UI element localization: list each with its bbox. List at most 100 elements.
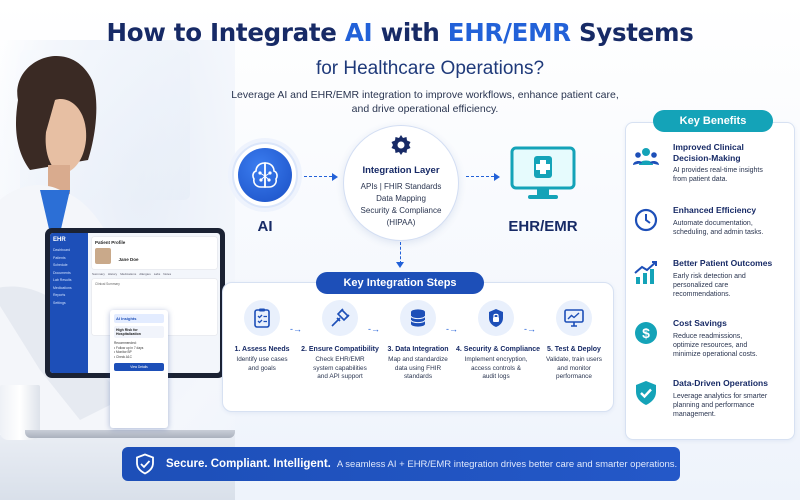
ai-label: AI <box>257 218 273 235</box>
title-part: Systems <box>570 18 694 47</box>
ehr-monitor-icon <box>510 146 576 199</box>
tab-history[interactable]: History <box>107 272 118 276</box>
nav-item-documents[interactable]: Documents <box>53 270 71 275</box>
step-description: Identify use cases and goals <box>222 356 302 373</box>
title-highlight-ai: AI <box>344 18 373 47</box>
benefit-desc-line: Early risk detection and <box>673 273 746 280</box>
step-arrow: -→ <box>524 324 536 334</box>
step-security-compliance: 4. Security & Compliance Implement encry… <box>456 300 541 382</box>
arrow-ai-to-layer <box>304 176 332 177</box>
shield-check-icon <box>636 381 656 405</box>
step-title: 4. Security & Compliance <box>456 346 541 353</box>
step-desc-line: Check EHR/EMR <box>315 356 365 363</box>
step-desc-line: Map and standardize <box>388 356 448 363</box>
step-title: 5. Test & Deploy <box>547 346 601 353</box>
laptop-base <box>25 430 235 438</box>
benefit-desc-line: optimize resources, and <box>673 342 748 349</box>
step-arrow: -→ <box>290 324 302 334</box>
footer-tagline: Secure. Compliant. Intelligent. <box>166 458 331 470</box>
step-desc-line: and goals <box>248 364 276 372</box>
step-desc-line: system capabilities <box>313 364 367 372</box>
tab-medications[interactable]: Medications <box>120 272 137 276</box>
step-arrow: -→ <box>368 324 380 334</box>
nav-item-schedule[interactable]: Schedule <box>53 263 68 267</box>
nav-item-reports[interactable]: Reports <box>53 293 66 297</box>
integration-layer-title: Integration Layer <box>362 165 440 176</box>
recommendation-item: • Follow up in 7 days <box>114 345 144 350</box>
layer-detail: Data Mapping <box>376 194 426 203</box>
step-test-deploy: 5. Test & Deploy Validate, train users a… <box>534 300 614 382</box>
ehr-label: EHR/EMR <box>508 218 578 235</box>
step-desc-line: access controls & <box>470 364 522 372</box>
ai-insights-popup: AI Insights High Risk for Hospitalizatio… <box>110 310 168 428</box>
benefit-desc-line: from patient data. <box>673 176 728 183</box>
nav-item-dashboard[interactable]: Dashboard <box>53 248 71 252</box>
arrow-head <box>494 173 500 181</box>
database-icon <box>410 309 426 327</box>
step-data-integration: 3. Data Integration Map and standardize … <box>378 300 458 382</box>
title-part: How to Integrate <box>106 18 345 47</box>
benefit-description: Automate documentation, scheduling, and … <box>673 219 791 237</box>
benefit-title-line: Data-Driven Operations <box>673 378 768 388</box>
plug-icon <box>331 308 350 327</box>
tab-allergies[interactable]: Allergies <box>139 272 151 276</box>
benefit-desc-line: Leverage analytics for smarter <box>673 393 768 400</box>
step-desc-line: Implement encryption, <box>464 356 528 363</box>
recommendation-item: • Check A1C <box>114 354 132 359</box>
step-desc-line: Identify use cases <box>236 356 288 363</box>
lock-icon <box>489 309 503 327</box>
patient-avatar <box>95 248 111 264</box>
layer-detail: Security & Compliance <box>360 206 442 215</box>
step-icon-bg <box>244 300 280 336</box>
step-ensure-compatibility: 2. Ensure Compatibility Check EHR/EMR sy… <box>300 300 380 382</box>
nav-item-patients[interactable]: Patients <box>53 255 66 260</box>
tab-summary[interactable]: Summary <box>92 272 105 276</box>
shield-check-icon <box>136 453 154 475</box>
ai-brain-icon <box>238 148 292 202</box>
benefit-title: Better Patient Outcomes <box>673 258 791 269</box>
patient-tabs: Summary History Medications Allergies La… <box>92 272 217 276</box>
illustration-doctor-laptop: EHR Dashboard Patients Schedule Document… <box>0 40 235 500</box>
nav-item-settings[interactable]: Settings <box>53 300 66 305</box>
step-icon-bg <box>322 300 358 336</box>
title-part: with <box>372 18 448 47</box>
step-icon-bg <box>556 300 592 336</box>
step-desc-line: audit logs <box>482 373 510 380</box>
ehr-sidebar: EHR Dashboard Patients Schedule Document… <box>50 233 88 373</box>
benefit-title: Enhanced Efficiency <box>673 205 791 216</box>
lead-line: and drive operational efficiency. <box>351 103 499 115</box>
step-title: 3. Data Integration <box>387 346 449 353</box>
ehr-app-name: EHR <box>53 237 66 243</box>
title-highlight-ehr: EHR/EMR <box>447 18 571 47</box>
recommendation-title: Recommended: <box>114 341 137 345</box>
nav-item-lab-results[interactable]: Lab Results <box>53 278 72 282</box>
steps-heading: Key Integration Steps <box>316 272 484 294</box>
benefit-desc-line: scheduling, and admin tasks. <box>673 229 764 236</box>
arrow-layer-to-steps <box>400 242 401 264</box>
step-desc-line: Validate, train users <box>545 356 602 363</box>
ai-insights-header: AI Insights <box>114 314 164 323</box>
benefit-desc-line: planning and performance <box>673 402 755 409</box>
patient-name: Jane Doe <box>118 257 139 262</box>
footer-text: A seamless AI + EHR/EMR integration driv… <box>336 458 678 470</box>
step-desc-line: data using FHIR <box>394 364 442 372</box>
benefit-description: Early risk detection and personalized ca… <box>673 272 791 299</box>
tab-notes[interactable]: Notes <box>163 272 172 276</box>
page-title: How to Integrate AI with EHR/EMR Systems <box>0 18 800 47</box>
clipboard-icon <box>254 308 270 328</box>
view-details-button[interactable]: View Details <box>114 363 164 371</box>
benefit-desc-line: personalized care <box>673 282 729 289</box>
step-assess-needs: 1. Assess Needs Identify use cases and g… <box>222 300 302 373</box>
layer-detail: APIs | FHIR Standards <box>360 182 442 191</box>
step-arrow: -→ <box>446 324 458 334</box>
step-description: Implement encryption, access controls & … <box>456 356 536 382</box>
step-desc-line: performance <box>556 373 592 380</box>
step-desc-line: and API support <box>317 373 363 380</box>
monitor-chart-icon <box>564 309 584 327</box>
layer-detail: (HIPAA) <box>386 218 416 227</box>
nav-item-medications[interactable]: Medications <box>53 285 72 290</box>
tab-labs[interactable]: Labs <box>153 272 161 276</box>
arrow-layer-to-ehr <box>466 176 494 177</box>
footer-banner: Secure. Compliant. Intelligent. A seamle… <box>122 447 680 481</box>
step-title: 2. Ensure Compatibility <box>301 346 379 353</box>
